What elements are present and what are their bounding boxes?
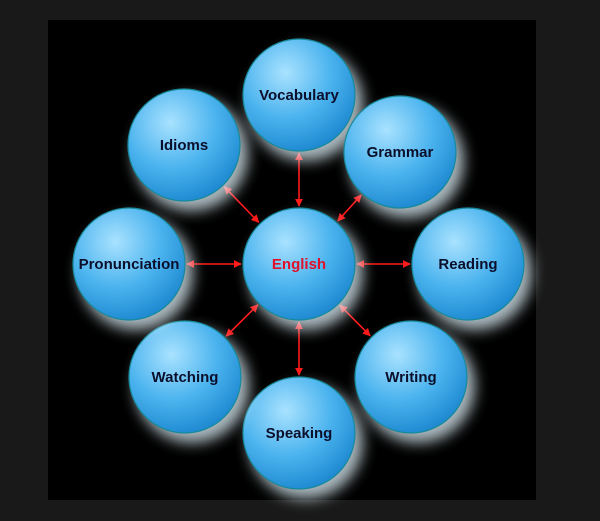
node-english-circle <box>242 207 356 321</box>
node-english-label: English <box>272 256 326 273</box>
node-idioms-circle <box>127 88 241 202</box>
node-vocabulary-circle <box>242 38 356 152</box>
node-watching-circle <box>128 320 242 434</box>
arrow-english-watching <box>225 304 259 337</box>
node-writing-circle <box>354 320 468 434</box>
node-grammar-label: Grammar <box>367 144 434 161</box>
node-vocabulary: Vocabulary <box>242 38 363 161</box>
node-idioms: Idioms <box>127 88 248 211</box>
arrow-english-grammar <box>337 194 362 222</box>
node-reading: Reading <box>411 207 532 330</box>
node-pronunciation-circle <box>72 207 186 321</box>
node-watching: Watching <box>128 320 249 443</box>
node-watching-label: Watching <box>152 369 219 386</box>
node-vocabulary-label: Vocabulary <box>259 87 339 104</box>
node-speaking-label: Speaking <box>266 425 333 442</box>
node-grammar: Grammar <box>343 95 464 218</box>
node-speaking: Speaking <box>242 376 363 499</box>
node-reading-circle <box>411 207 525 321</box>
node-idioms-label: Idioms <box>160 137 208 154</box>
node-reading-label: Reading <box>438 256 497 273</box>
node-writing-label: Writing <box>385 369 436 386</box>
node-english: English <box>242 207 363 330</box>
node-pronunciation: Pronunciation <box>72 207 193 330</box>
node-pronunciation-label: Pronunciation <box>79 256 180 273</box>
node-speaking-circle <box>242 376 356 490</box>
node-writing: Writing <box>354 320 475 443</box>
node-grammar-circle <box>343 95 457 209</box>
